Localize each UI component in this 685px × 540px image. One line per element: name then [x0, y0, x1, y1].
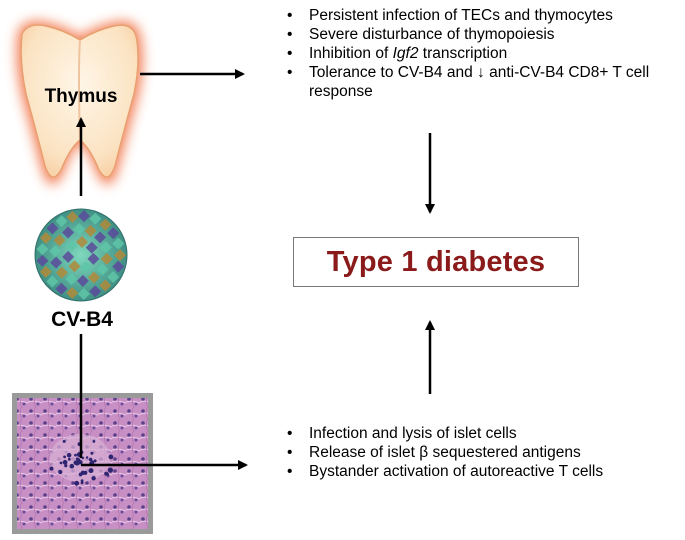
infiltrating-cell	[75, 457, 79, 461]
infiltrating-cell	[49, 466, 54, 471]
infiltrating-cell	[64, 464, 68, 468]
virus-facet	[36, 254, 49, 267]
virus-facet	[46, 275, 59, 288]
virus-facet	[62, 226, 75, 239]
virus-facet	[62, 250, 75, 263]
virus-facet	[89, 285, 102, 298]
virus-facet	[99, 241, 112, 254]
virus-facet	[55, 266, 68, 279]
infiltrating-cell	[107, 467, 113, 473]
virus-facet	[112, 237, 125, 250]
pancreas-effect-item: Release of islet β sequestered antigens	[283, 443, 683, 462]
virus-facet	[68, 260, 81, 273]
virus-facet	[107, 271, 120, 284]
virus-facet	[99, 279, 112, 292]
thymus-effect-item: Severe disturbance of thymopoiesis	[283, 25, 683, 44]
virus-facet	[79, 261, 92, 274]
virus-facet	[36, 243, 49, 256]
infiltrating-cell	[106, 472, 110, 476]
igf2-post: transcription	[418, 45, 508, 62]
virus-facet	[66, 287, 79, 300]
virus-facet	[49, 245, 62, 258]
thymus-label: Thymus	[44, 86, 118, 107]
tolerance-post: anti-CV-B4 CD8+ T cell response	[309, 64, 650, 100]
tolerance-pre: Tolerance to CV-B4 and	[309, 64, 478, 81]
thymus-effect-item: Tolerance to CV-B4 and ↓ anti-CV-B4 CD8+…	[283, 63, 683, 101]
virus-facet	[113, 249, 126, 262]
virus-facet	[55, 282, 68, 295]
pancreas-effect-item: Infection and lysis of islet cells	[283, 424, 683, 443]
infiltrating-cell	[74, 453, 77, 457]
infiltrating-cell	[85, 456, 89, 459]
infiltrating-cell	[62, 459, 68, 465]
thymus-effect-item: Inhibition of Igf2 transcription	[283, 44, 683, 63]
virus-facet	[53, 234, 66, 247]
infiltrating-cell	[80, 481, 84, 485]
outcome-box: Type 1 diabetes	[293, 237, 579, 287]
outcome-label: Type 1 diabetes	[326, 245, 546, 278]
virus-facet	[76, 274, 89, 287]
virus-image	[34, 208, 128, 302]
virus-facet	[99, 218, 112, 231]
infiltrating-cell	[59, 461, 63, 465]
infiltrating-cell	[88, 457, 93, 462]
infiltrating-cell	[93, 459, 97, 463]
virus-facet	[75, 236, 88, 249]
infiltrating-cell	[80, 470, 86, 475]
infiltrating-cell	[80, 479, 84, 483]
pancreas-tissue-image	[12, 393, 153, 534]
down-arrow-icon: ↓	[477, 64, 485, 81]
virus-facet	[85, 241, 98, 254]
infiltrating-cells	[49, 439, 114, 486]
virus-facet	[96, 263, 109, 276]
infiltrating-cell	[58, 469, 63, 475]
thymus-effect-item: Persistent infection of TECs and thymocy…	[283, 6, 683, 25]
infiltrating-cell	[67, 457, 71, 461]
virus-facet	[87, 252, 100, 265]
infiltrating-cell	[108, 454, 114, 460]
virus-facet	[107, 227, 120, 240]
virus-label: CV-B4	[51, 308, 113, 331]
virus-facet	[66, 210, 79, 223]
infiltrating-cell	[78, 460, 83, 465]
virus-facet	[50, 256, 63, 269]
infiltrating-cell	[69, 463, 75, 469]
infiltrating-cell	[91, 476, 96, 481]
virus-facet	[89, 212, 102, 225]
virus-facet	[94, 231, 107, 244]
thymus-effects-list: Persistent infection of TECs and thymocy…	[283, 6, 683, 101]
virus-facet	[39, 265, 52, 278]
virus-facet	[84, 224, 97, 237]
infiltrating-cell	[73, 460, 79, 466]
virus-facet	[65, 240, 78, 253]
pancreas-effects-list: Infection and lysis of islet cells Relea…	[283, 424, 683, 481]
infiltrating-cell	[62, 439, 66, 443]
virus-facet	[78, 210, 91, 223]
virus-facet	[73, 223, 86, 236]
virus-facet	[112, 260, 125, 273]
pancreas-effect-item: Bystander activation of autoreactive T c…	[283, 462, 683, 481]
infiltrating-cell	[90, 451, 94, 455]
infiltrating-cell	[92, 440, 96, 443]
infiltrating-cell	[63, 455, 66, 459]
infiltrating-cell	[90, 460, 95, 465]
virus-facet	[87, 271, 100, 284]
infiltrating-cell	[88, 468, 94, 474]
virus-facet	[65, 273, 78, 286]
virus-facet	[39, 231, 52, 244]
igf2-pre: Inhibition of	[309, 45, 393, 62]
infiltrating-cell	[74, 480, 80, 486]
virus-surface-pattern	[36, 210, 126, 300]
virus-facet	[77, 287, 90, 300]
virus-facet	[55, 215, 68, 228]
infiltrating-cell	[66, 452, 72, 458]
virus-capsid	[35, 209, 127, 301]
igf2-gene: Igf2	[392, 45, 419, 62]
virus-facet	[100, 252, 113, 265]
virus-facet	[46, 222, 59, 235]
